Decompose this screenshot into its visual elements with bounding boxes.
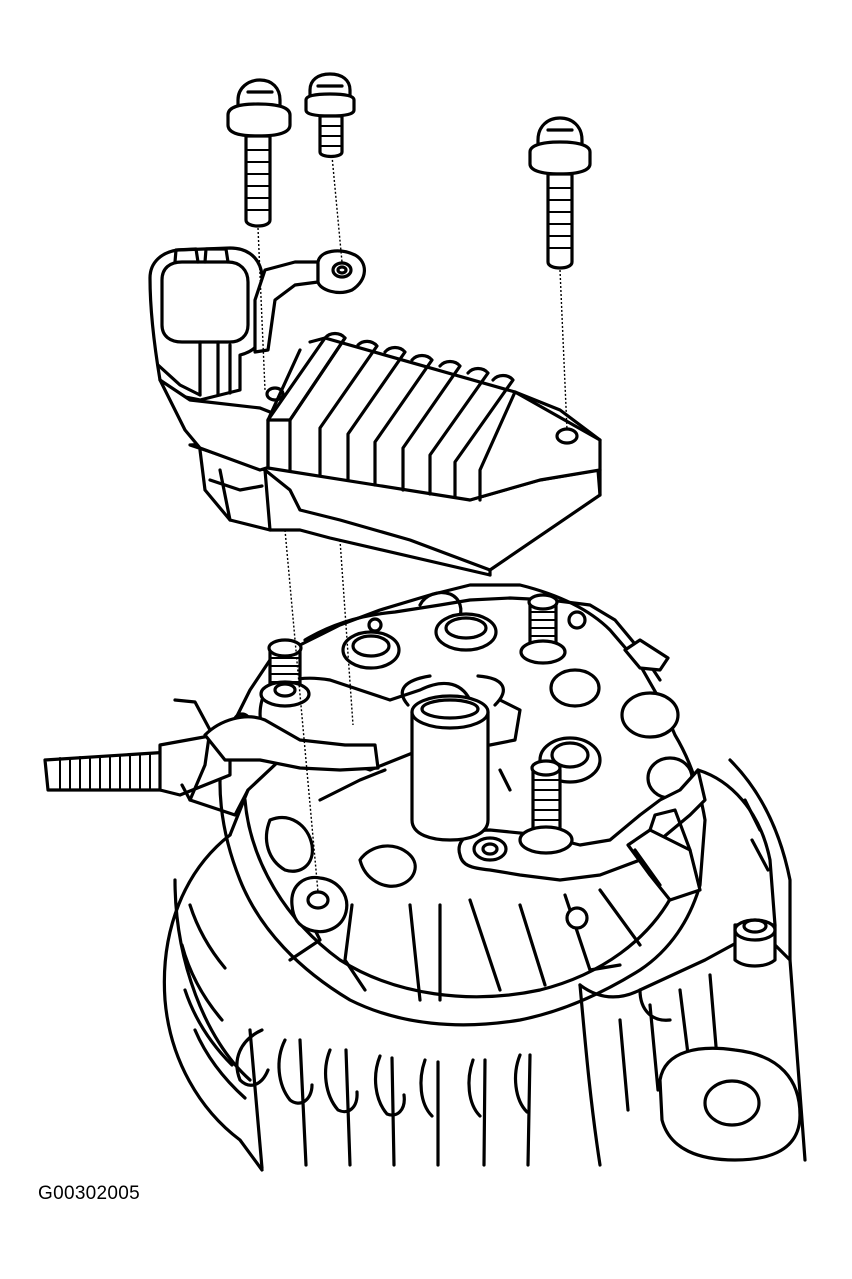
alternator-housing (162, 758, 807, 1172)
figure-code: G00302005 (38, 1183, 141, 1204)
bolt-right (528, 116, 592, 270)
screw-small (304, 72, 356, 159)
rectifier-assembly (43, 583, 707, 1027)
voltage-regulator (148, 246, 602, 577)
alignment-lines (257, 155, 568, 893)
bolt-left (226, 78, 292, 228)
